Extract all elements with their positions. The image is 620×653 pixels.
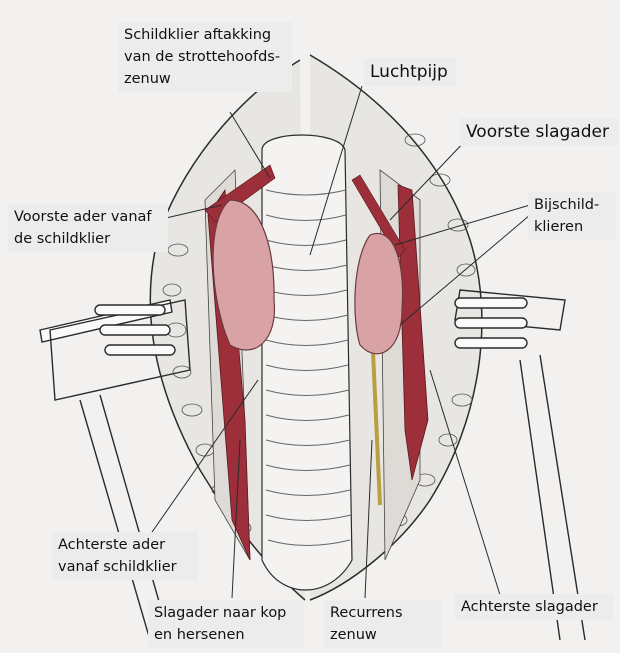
- thyroid-lobe-right: [355, 233, 403, 353]
- label-line: klieren: [534, 216, 610, 238]
- label-line: Schildklier aftakking: [124, 24, 286, 46]
- label-line: van de strottehoofds-: [124, 46, 286, 68]
- label-thyroid-branch-nerve: Schildklier aftakking van de strottehoof…: [118, 22, 292, 92]
- label-posterior-artery: Achterste slagader: [455, 594, 613, 620]
- label-line: Luchtpijp: [370, 60, 450, 84]
- label-trachea: Luchtpijp: [364, 58, 456, 86]
- label-line: en hersenen: [154, 624, 298, 646]
- label-line: Bijschild-: [534, 194, 610, 216]
- label-recurrent-nerve: Recurrens zenuw: [324, 600, 442, 648]
- label-line: Slagader naar kop: [154, 602, 298, 624]
- label-line: de schildklier: [14, 228, 162, 250]
- label-parathyroids: Bijschild- klieren: [528, 192, 616, 240]
- label-posterior-vein: Achterste ader vanaf schildklier: [52, 532, 198, 580]
- label-line: Voorste ader vanaf: [14, 206, 162, 228]
- label-line: zenuw: [330, 624, 436, 646]
- label-anterior-vein: Voorste ader vanaf de schildklier: [8, 204, 168, 252]
- label-line: zenuw: [124, 68, 286, 90]
- label-carotid-artery: Slagader naar kop en hersenen: [148, 600, 304, 648]
- label-anterior-artery: Voorste slagader: [460, 118, 618, 146]
- trachea: [262, 135, 352, 590]
- label-line: Recurrens: [330, 602, 436, 624]
- label-line: Achterste slagader: [461, 596, 607, 618]
- label-line: Achterste ader: [58, 534, 192, 556]
- label-line: Voorste slagader: [466, 120, 612, 144]
- label-line: vanaf schildklier: [58, 556, 192, 578]
